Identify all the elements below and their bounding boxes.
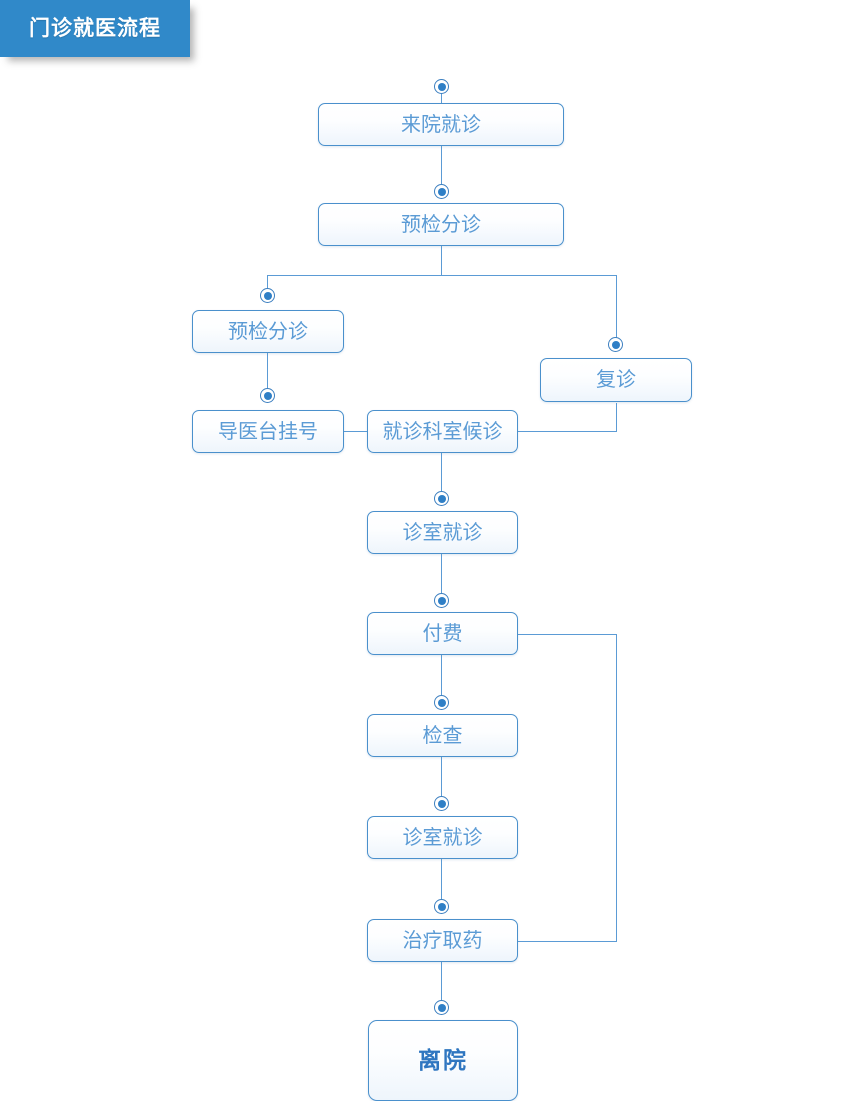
- edge-n8-bypass-bottom: [518, 941, 617, 942]
- connector-bullet-n1: [434, 79, 449, 94]
- edge-split-to-n3: [267, 275, 268, 294]
- edge-n6-loop-v: [616, 403, 617, 432]
- edge-start-to-n1: [441, 86, 442, 103]
- flow-node-zhi-liao-qu-yao[interactable]: 治疗取药: [367, 919, 518, 962]
- page-title: 门诊就医流程: [29, 17, 161, 40]
- connector-bullet-n4: [608, 337, 623, 352]
- connector-bullet-n7: [434, 491, 449, 506]
- edge-n6-to-n7: [441, 453, 442, 498]
- connector-bullet-n9: [434, 695, 449, 710]
- edge-n11-to-n12: [441, 962, 442, 1008]
- flow-node-fu-fei[interactable]: 付费: [367, 612, 518, 655]
- edge-n2-split-stem: [441, 246, 442, 275]
- connector-bullet-n12: [434, 1000, 449, 1015]
- flow-node-jian-cha[interactable]: 检查: [367, 714, 518, 757]
- title-banner: 门诊就医流程: [0, 0, 190, 57]
- connector-bullet-n2: [434, 184, 449, 199]
- flow-node-lai-yuan-jiu-zhen[interactable]: 来院就诊: [318, 103, 564, 146]
- edge-n8-bypass-v: [616, 634, 617, 941]
- connector-bullet-n5: [260, 388, 275, 403]
- flow-node-li-yuan[interactable]: 离院: [368, 1020, 518, 1101]
- flow-node-fu-zhen[interactable]: 复诊: [540, 358, 692, 402]
- connector-bullet-n3: [260, 288, 275, 303]
- edge-n10-to-n11: [441, 859, 442, 907]
- edge-n8-to-n9: [441, 655, 442, 702]
- edge-n5-to-n6: [344, 431, 368, 432]
- edge-n8-bypass-top: [518, 634, 617, 635]
- connector-bullet-n10: [434, 796, 449, 811]
- edge-n3-to-n5: [267, 353, 268, 395]
- flow-node-jiu-zhen-ke-shi-hou-zhen[interactable]: 就诊科室候诊: [367, 410, 518, 453]
- edge-n1-to-n2: [441, 146, 442, 191]
- connector-bullet-n8: [434, 593, 449, 608]
- connector-bullet-n11: [434, 899, 449, 914]
- flow-node-yu-jian-fen-zhen-2[interactable]: 预检分诊: [192, 310, 344, 353]
- edge-split-bus: [267, 275, 617, 276]
- edge-split-to-n4: [616, 275, 617, 343]
- edge-n6-loop-h: [518, 431, 617, 432]
- edge-n9-to-n10: [441, 757, 442, 804]
- edge-n7-to-n8: [441, 554, 442, 600]
- flow-node-zhen-shi-jiu-zhen-1[interactable]: 诊室就诊: [367, 511, 518, 554]
- flow-node-yu-jian-fen-zhen-1[interactable]: 预检分诊: [318, 203, 564, 246]
- flow-node-zhen-shi-jiu-zhen-2[interactable]: 诊室就诊: [367, 816, 518, 859]
- flow-node-dao-yi-tai-gua-hao[interactable]: 导医台挂号: [192, 410, 344, 453]
